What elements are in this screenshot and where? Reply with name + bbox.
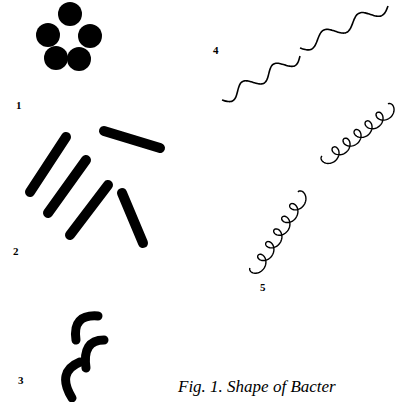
spirillum [222,56,300,102]
figure-caption: Fig. 1. Shape of Bacter [178,378,336,395]
vibrio [85,340,104,368]
callout-number: 2 [13,246,19,257]
callout-number: 5 [260,282,266,293]
vibrio [66,362,80,398]
callout-number: 3 [18,375,24,386]
vibrio [75,316,98,340]
callout-number: 1 [16,100,22,111]
spirochete [321,103,394,163]
rod [104,131,160,148]
vibrio-commas [66,316,104,398]
spirochete [250,191,306,273]
spirochete-coils [250,103,394,273]
coccus [58,2,82,26]
rod [70,185,108,235]
rod [30,137,66,192]
coccus [44,46,68,70]
rod [48,160,86,213]
callout-number: 4 [213,45,219,56]
rod [122,193,143,243]
spirillum-waves [222,6,388,102]
cocci-cluster [36,2,102,71]
coccus [67,47,91,71]
coccus [36,23,60,47]
spirillum [300,6,388,50]
coccus [78,24,102,48]
bacilli-rods [30,131,160,243]
